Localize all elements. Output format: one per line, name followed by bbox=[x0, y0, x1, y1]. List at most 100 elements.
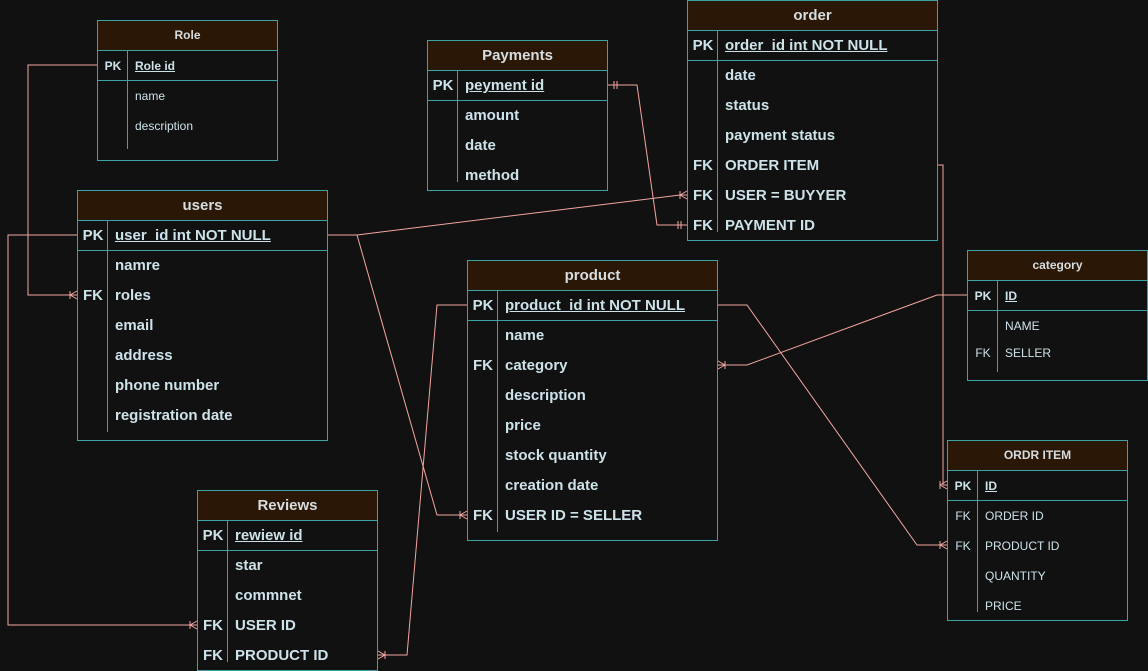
key-cell bbox=[468, 471, 498, 501]
key-cell bbox=[468, 441, 498, 471]
key-cell bbox=[78, 251, 108, 281]
relationship-product-to-order-item-product-id bbox=[718, 304, 948, 550]
column-row[interactable]: name bbox=[468, 321, 717, 351]
column-row[interactable]: QUANTITY bbox=[948, 561, 1127, 591]
key-cell bbox=[968, 311, 998, 341]
column-row[interactable]: address bbox=[78, 341, 327, 371]
column-row[interactable]: phone number bbox=[78, 371, 327, 401]
key-cell bbox=[468, 321, 498, 351]
column-name: payment status bbox=[725, 127, 836, 144]
column-name: SELLER bbox=[1005, 346, 1052, 360]
column-row[interactable]: namre bbox=[78, 251, 327, 281]
column-name: star bbox=[235, 557, 263, 574]
column-name: date bbox=[725, 67, 756, 84]
column-name: ID bbox=[1005, 289, 1017, 303]
primary-key-row[interactable]: PK peyment id bbox=[428, 71, 607, 101]
fk-key-label: FK bbox=[473, 507, 493, 524]
column-row[interactable]: method bbox=[428, 161, 607, 191]
fk-key-label: FK bbox=[83, 287, 103, 304]
column-row[interactable]: stock quantity bbox=[468, 441, 717, 471]
key-cell bbox=[468, 381, 498, 411]
table-title: category bbox=[968, 251, 1147, 281]
key-cell bbox=[78, 371, 108, 401]
fk-key-label: FK bbox=[473, 357, 493, 374]
key-cell bbox=[78, 341, 108, 371]
fk-key-label: FK bbox=[203, 647, 223, 664]
column-name: ORDER ITEM bbox=[725, 157, 820, 174]
column-row[interactable]: creation date bbox=[468, 471, 717, 501]
column-row[interactable]: commnet bbox=[198, 581, 377, 611]
column-row[interactable]: amount bbox=[428, 101, 607, 131]
relationship-role-to-users-roles bbox=[27, 64, 97, 300]
pk-key-label: PK bbox=[202, 527, 224, 544]
column-row[interactable]: FK USER ID = SELLER bbox=[468, 501, 717, 531]
column-row[interactable]: FK roles bbox=[78, 281, 327, 311]
column-name: USER ID = SELLER bbox=[505, 507, 643, 524]
key-cell bbox=[688, 121, 718, 151]
key-cell bbox=[198, 551, 228, 581]
column-name: product_id int NOT NULL bbox=[505, 297, 685, 314]
column-name: name bbox=[505, 327, 545, 344]
key-cell bbox=[428, 161, 458, 191]
fk-key-label: FK bbox=[693, 157, 713, 174]
column-row[interactable]: payment status bbox=[688, 121, 937, 151]
column-row[interactable]: FK PAYMENT ID bbox=[688, 211, 937, 241]
pk-key-label: PK bbox=[432, 77, 454, 94]
column-row[interactable]: NAME bbox=[968, 311, 1147, 341]
column-row[interactable]: FK ORDER ITEM bbox=[688, 151, 937, 181]
column-name: ID bbox=[985, 479, 997, 493]
column-name: ORDER ID bbox=[985, 509, 1044, 523]
column-row[interactable]: description bbox=[98, 111, 277, 141]
column-row[interactable]: email bbox=[78, 311, 327, 341]
key-column-divider bbox=[457, 71, 458, 182]
column-row[interactable]: PRICE bbox=[948, 591, 1127, 621]
key-cell bbox=[78, 401, 108, 431]
table-title: Reviews bbox=[198, 491, 377, 521]
column-name: peyment id bbox=[465, 77, 545, 94]
fk-key-label: FK bbox=[693, 217, 713, 234]
relationship-category-to-product-category bbox=[717, 294, 967, 370]
column-row[interactable]: date bbox=[428, 131, 607, 161]
column-row[interactable]: date bbox=[688, 61, 937, 91]
column-row[interactable]: price bbox=[468, 411, 717, 441]
column-row[interactable]: registration date bbox=[78, 401, 327, 431]
column-name: PRODUCT ID bbox=[985, 539, 1060, 553]
relationship-payments-to-order-payment-id bbox=[608, 81, 687, 229]
column-name: PAYMENT ID bbox=[725, 217, 816, 234]
column-name: PRICE bbox=[985, 599, 1022, 613]
key-cell bbox=[198, 581, 228, 611]
column-name: Role id bbox=[135, 59, 176, 73]
column-name: order_id int NOT NULL bbox=[725, 37, 888, 54]
table-title: product bbox=[468, 261, 717, 291]
column-name: roles bbox=[115, 287, 151, 304]
column-row[interactable]: star bbox=[198, 551, 377, 581]
column-row[interactable]: status bbox=[688, 91, 937, 121]
column-row[interactable]: description bbox=[468, 381, 717, 411]
column-name: description bbox=[135, 119, 194, 133]
column-row[interactable]: name bbox=[98, 81, 277, 111]
column-name: QUANTITY bbox=[985, 569, 1046, 583]
key-cell bbox=[428, 101, 458, 131]
